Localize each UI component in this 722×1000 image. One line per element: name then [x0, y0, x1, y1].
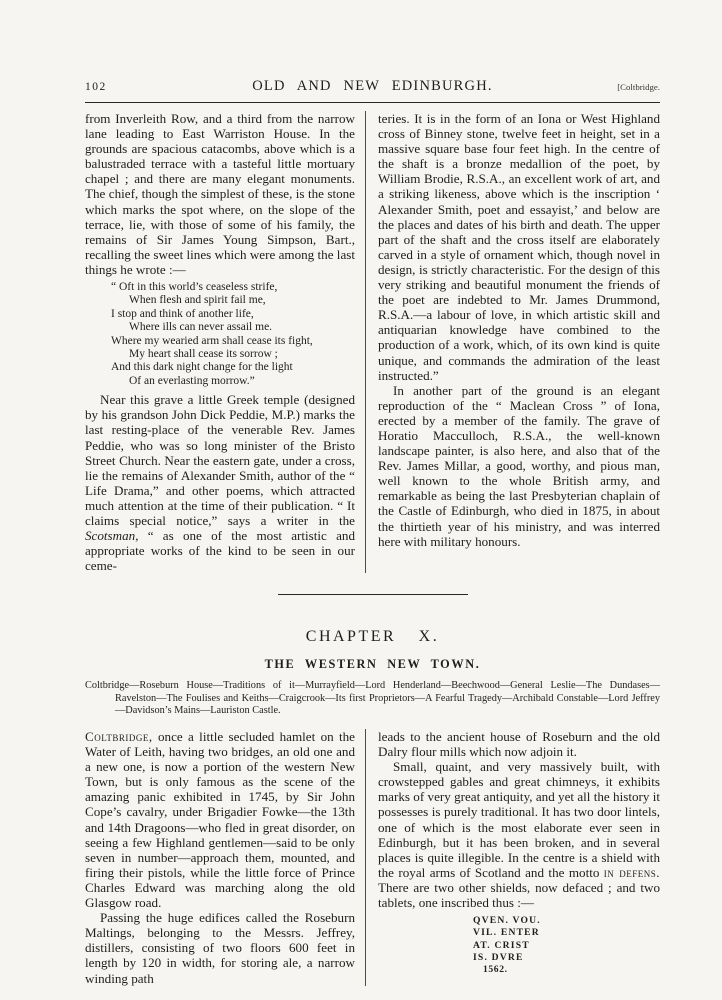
top-right-column: teries. It is in the form of an Iona or … [366, 111, 660, 573]
chapter-summary: Coltbridge—Roseburn House—Traditions of … [85, 680, 660, 716]
paragraph: Near this grave a little Greek temple (d… [85, 392, 355, 573]
bottom-right-column: leads to the ancient house of Roseburn a… [366, 729, 660, 986]
top-columns: from Inverleith Row, and a third from th… [85, 111, 660, 574]
paragraph-text: teries. It is in the form of an Iona or … [378, 111, 660, 383]
paragraph-text: Passing the huge edifices called the Ros… [85, 910, 355, 986]
header-rule [85, 102, 660, 103]
poem-line: Where my wearied arm shall cease its fig… [111, 334, 313, 347]
poem-line: When flesh and spirit fail me, [129, 294, 266, 307]
paragraph: teries. It is in the form of an Iona or … [378, 111, 660, 383]
paragraph: leads to the ancient house of Roseburn a… [378, 729, 660, 759]
poem-line: Of an everlasting morrow.” [129, 374, 255, 387]
paragraph-text: Small, quaint, and very massively built,… [378, 759, 660, 880]
poem-line: I stop and think of another life, [111, 307, 254, 320]
running-title: OLD AND NEW EDINBURGH. [252, 78, 493, 94]
inscription-line: QVEN. VOU. [473, 915, 541, 927]
poem-line: “ Oft in this world’s ceaseless strife, [111, 281, 278, 294]
poem-line: Where ills can never assail me. [129, 321, 273, 334]
poem-block: “ Oft in this world’s ceaseless strife, … [111, 281, 355, 388]
lead-small-caps: Coltbridge, [85, 729, 153, 745]
paragraph-text: In another part of the ground is an eleg… [378, 382, 660, 549]
paragraph: Coltbridge, once a little secluded hamle… [85, 729, 355, 910]
chapter-title: CHAPTER X. [305, 628, 440, 646]
paragraph: Small, quaint, and very massively built,… [378, 759, 660, 910]
section-divider-rule [277, 594, 468, 596]
running-head-right: [Coltbridge. [617, 82, 660, 92]
poem-line: And this dark night change for the light [111, 361, 293, 374]
inscription-line: VIL. ENTER [473, 927, 540, 939]
chapter-subtitle: THE WESTERN NEW TOWN. [264, 657, 481, 672]
page-content: 102 OLD AND NEW EDINBURGH. [Coltbridge. … [85, 78, 660, 986]
tablet-inscription: QVEN. VOU. VIL. ENTER AT. CRIST IS. DVRE… [473, 915, 660, 976]
top-left-column: from Inverleith Row, and a third from th… [85, 111, 366, 574]
paragraph-text: leads to the ancient house of Roseburn a… [378, 729, 660, 760]
motto-small-caps: in defens. [603, 864, 660, 880]
paragraph-text: once a little secluded hamlet on the Wat… [85, 729, 355, 911]
inscription-line: IS. DVRE [473, 952, 524, 964]
inscription-line: 1562. [483, 964, 508, 976]
italic-word: Scotsman, [85, 528, 139, 544]
paragraph-text: There are two other shields, now defaced… [378, 879, 660, 911]
paragraph: from Inverleith Row, and a third from th… [85, 111, 355, 277]
page-number: 102 [85, 81, 107, 93]
paragraph-text: “ as one of the most artistic and approp… [85, 528, 355, 574]
paragraph-text: Near this grave a little Greek temple (d… [85, 392, 355, 529]
bottom-columns: Coltbridge, once a little secluded hamle… [85, 729, 660, 986]
page-header: 102 OLD AND NEW EDINBURGH. [Coltbridge. [85, 78, 660, 95]
poem-line: My heart shall cease its sorrow ; [129, 348, 278, 361]
inscription-line: AT. CRIST [473, 939, 530, 951]
bottom-left-column: Coltbridge, once a little secluded hamle… [85, 729, 366, 986]
paragraph: Passing the huge edifices called the Ros… [85, 910, 355, 985]
paragraph: In another part of the ground is an eleg… [378, 383, 660, 549]
paragraph-text: from Inverleith Row, and a third from th… [85, 111, 355, 277]
